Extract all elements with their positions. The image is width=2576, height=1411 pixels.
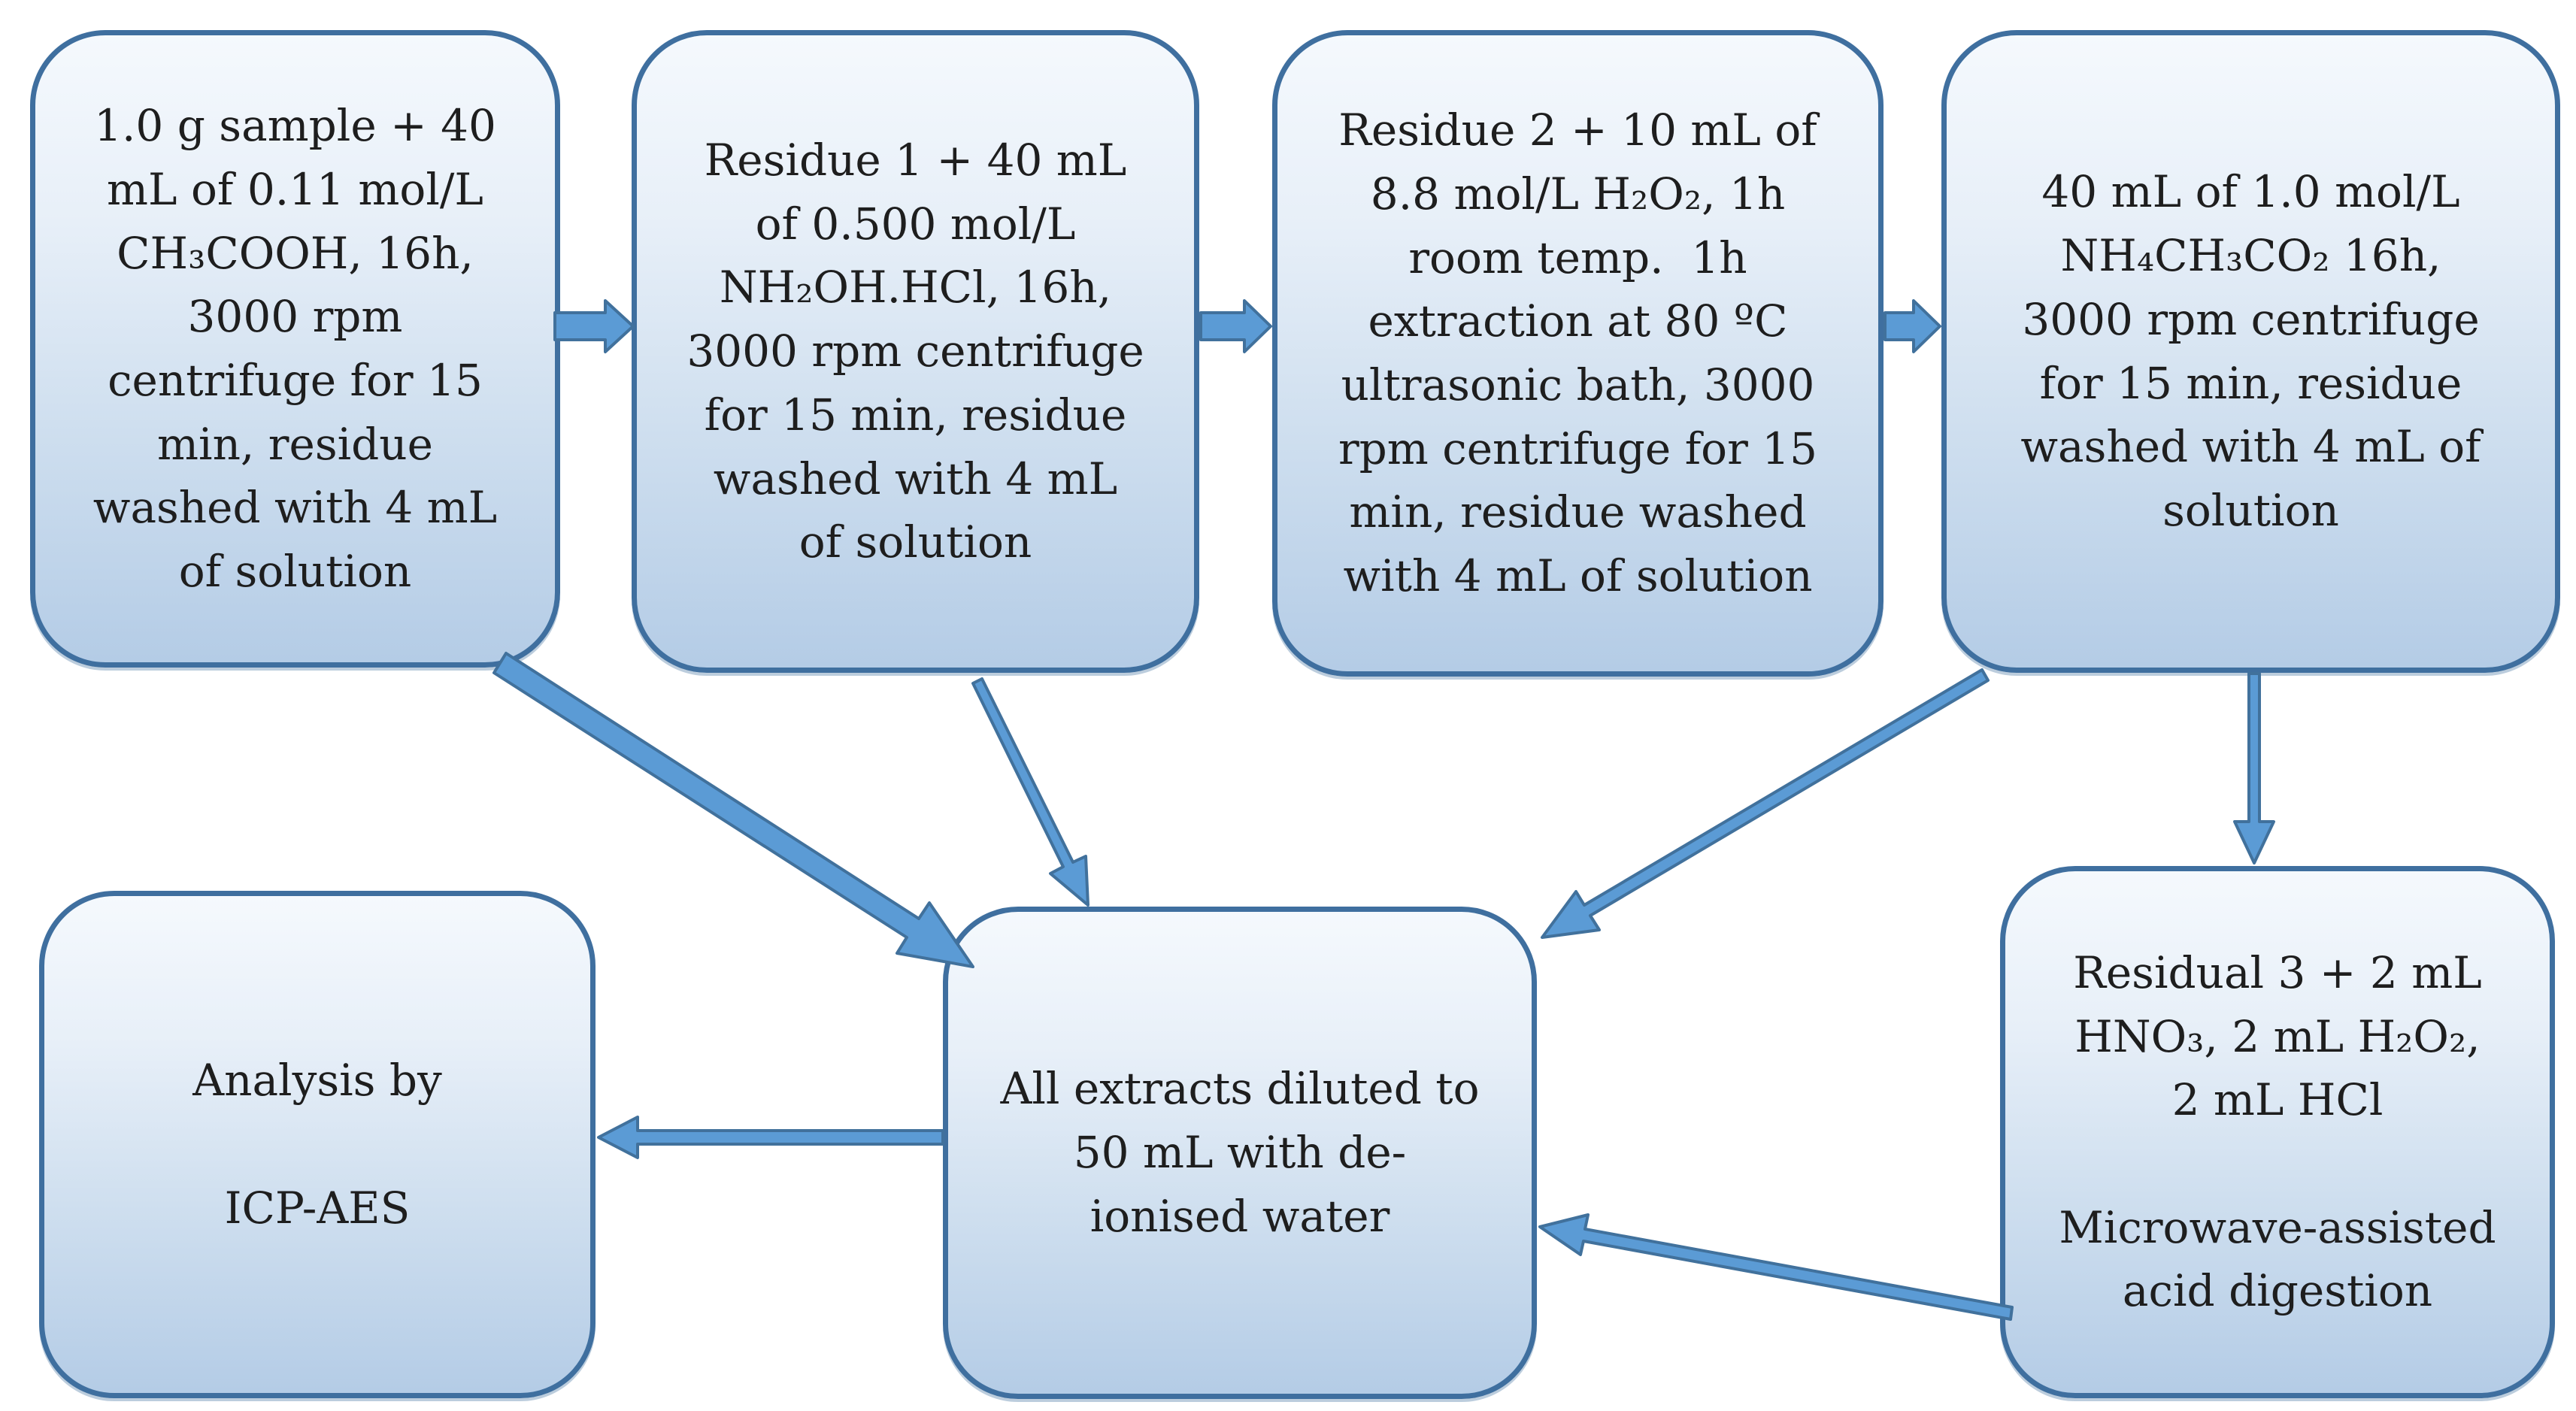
arrow-step4-to-dilution: [1541, 668, 1990, 939]
node-step2-text: Residue 1 + 40 mL of 0.500 mol/L NH₂OH.H…: [686, 135, 1144, 568]
node-step4-ammonium-acetate-extraction: 40 mL of 1.0 mol/L NH₄CH₃CO₂ 16h, 3000 r…: [1941, 30, 2560, 673]
node-residual-acid-digestion: Residual 3 + 2 mL HNO₃, 2 mL H₂O₂, 2 mL …: [2000, 866, 2555, 1398]
arrow-step2-to-dilution: [971, 677, 1089, 907]
node-step1-acetic-acid-extraction: 1.0 g sample + 40 mL of 0.11 mol/L CH₃CO…: [30, 30, 560, 668]
node-step4-text: 40 mL of 1.0 mol/L NH₄CH₃CO₂ 16h, 3000 r…: [2020, 166, 2481, 536]
arrow-step4-to-residual: [2233, 672, 2275, 864]
arrow-step1-to-step2: [553, 299, 635, 353]
node-dilution-of-extracts: All extracts diluted to 50 mL with de- i…: [943, 907, 1537, 1399]
arrow-step3-to-step4: [1884, 299, 1941, 353]
node-analysis-text: Analysis by ICP-AES: [192, 1055, 442, 1234]
node-step3-peroxide-extraction: Residue 2 + 10 mL of 8.8 mol/L H₂O₂, 1h …: [1272, 30, 1884, 677]
arrow-dilution-to-analysis: [597, 1116, 944, 1159]
node-step3-text: Residue 2 + 10 mL of 8.8 mol/L H₂O₂, 1h …: [1338, 104, 1818, 602]
node-dilution-text: All extracts diluted to 50 mL with de- i…: [1000, 1063, 1480, 1242]
arrow-step2-to-step3: [1199, 299, 1272, 353]
node-step2-hydroxylamine-extraction: Residue 1 + 40 mL of 0.500 mol/L NH₂OH.H…: [632, 30, 1199, 673]
arrow-residual-to-dilution: [1538, 1213, 2014, 1321]
node-residual-text: Residual 3 + 2 mL HNO₃, 2 mL H₂O₂, 2 mL …: [2059, 946, 2496, 1317]
node-icp-aes-analysis: Analysis by ICP-AES: [39, 891, 596, 1398]
node-step1-text: 1.0 g sample + 40 mL of 0.11 mol/L CH₃CO…: [92, 100, 498, 598]
